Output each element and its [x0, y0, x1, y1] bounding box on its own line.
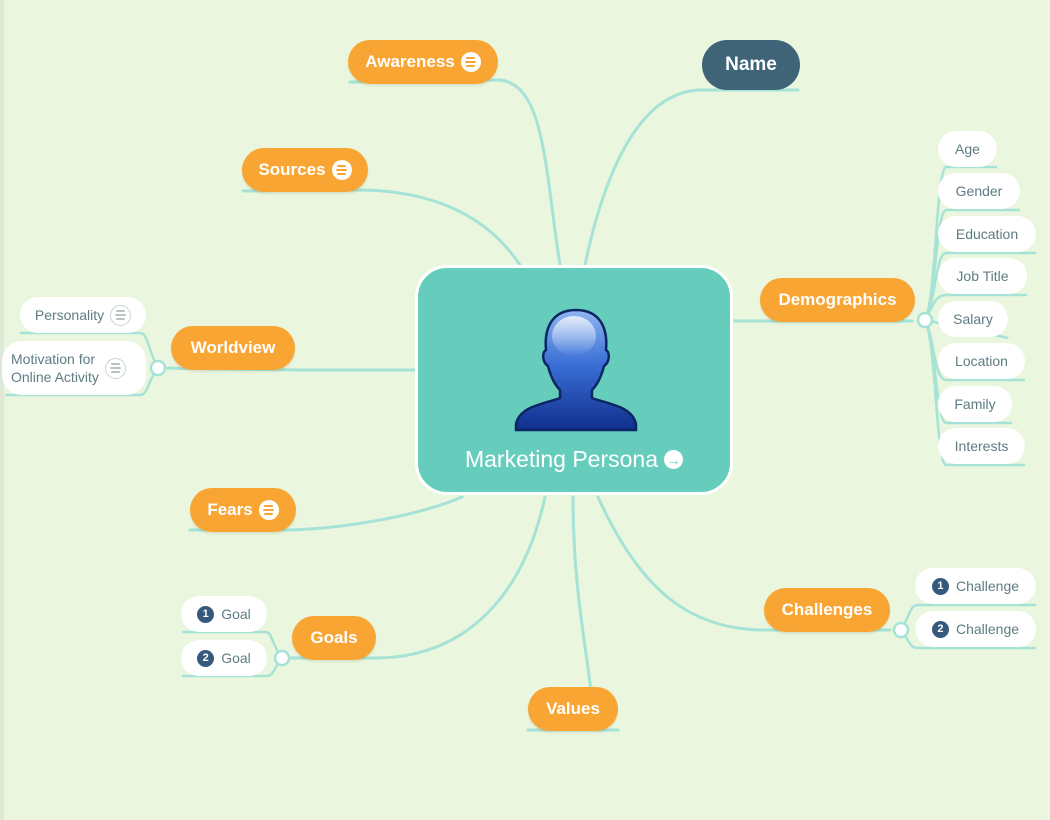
subtopic-motivation[interactable]: Motivation for Online Activity [2, 341, 146, 395]
subtopic-motivation-text: Motivation for Online Activity [11, 351, 99, 385]
priority-1-icon: 1 [931, 577, 949, 595]
link-sources [241, 188, 522, 267]
central-topic-label: Marketing Persona → [418, 446, 730, 473]
central-topic[interactable]: Marketing Persona → [415, 265, 733, 495]
subtopic-personality[interactable]: Personality [20, 297, 146, 333]
priority-2-icon: 2 [931, 620, 949, 638]
arrow-right-circle-icon[interactable]: → [664, 450, 684, 469]
priority-2-icon: 2 [197, 649, 215, 667]
subtopic-age[interactable]: Age [938, 131, 997, 167]
topic-fears[interactable]: Fears [190, 488, 296, 532]
link-challenges [596, 495, 892, 632]
subtopic-gender[interactable]: Gender [938, 173, 1020, 209]
topic-demographics[interactable]: Demographics [760, 278, 915, 322]
subtopic-job-title[interactable]: Job Title [938, 258, 1027, 294]
link-awareness [348, 78, 562, 267]
subtopic-challenge-1[interactable]: 1 Challenge [915, 568, 1036, 604]
note-icon[interactable] [460, 52, 481, 72]
note-icon[interactable] [110, 304, 132, 326]
topic-goals[interactable]: Goals [292, 616, 376, 660]
topic-values[interactable]: Values [528, 687, 618, 731]
note-icon[interactable] [331, 160, 352, 180]
subtopic-goal-1[interactable]: 1 Goal [181, 596, 267, 632]
subtopic-family[interactable]: Family [938, 386, 1012, 422]
subtopic-interests[interactable]: Interests [938, 428, 1025, 464]
canvas-edge [0, 0, 4, 820]
topic-worldview[interactable]: Worldview [171, 326, 295, 370]
subtopic-challenge-2[interactable]: 2 Challenge [915, 611, 1036, 647]
link-fears [188, 495, 464, 532]
subtopic-location[interactable]: Location [938, 343, 1025, 379]
goals-collapse-handle [273, 649, 291, 667]
subtopic-salary[interactable]: Salary [938, 301, 1008, 337]
link-name [583, 88, 800, 267]
note-icon[interactable] [258, 500, 279, 520]
subtopic-goal-2[interactable]: 2 Goal [181, 640, 267, 676]
topic-challenges[interactable]: Challenges [764, 588, 890, 632]
person-silhouette-icon [514, 308, 638, 432]
demographics-collapse-handle [916, 311, 934, 329]
challenges-collapse-handle [892, 621, 910, 639]
subtopic-education[interactable]: Education [938, 216, 1036, 252]
link-goals [281, 495, 547, 660]
priority-1-icon: 1 [197, 605, 215, 623]
topic-sources[interactable]: Sources [242, 148, 368, 192]
topic-awareness[interactable]: Awareness [348, 40, 498, 84]
topic-name[interactable]: Name [702, 40, 800, 90]
note-icon[interactable] [104, 357, 126, 379]
worldview-collapse-handle [149, 359, 167, 377]
